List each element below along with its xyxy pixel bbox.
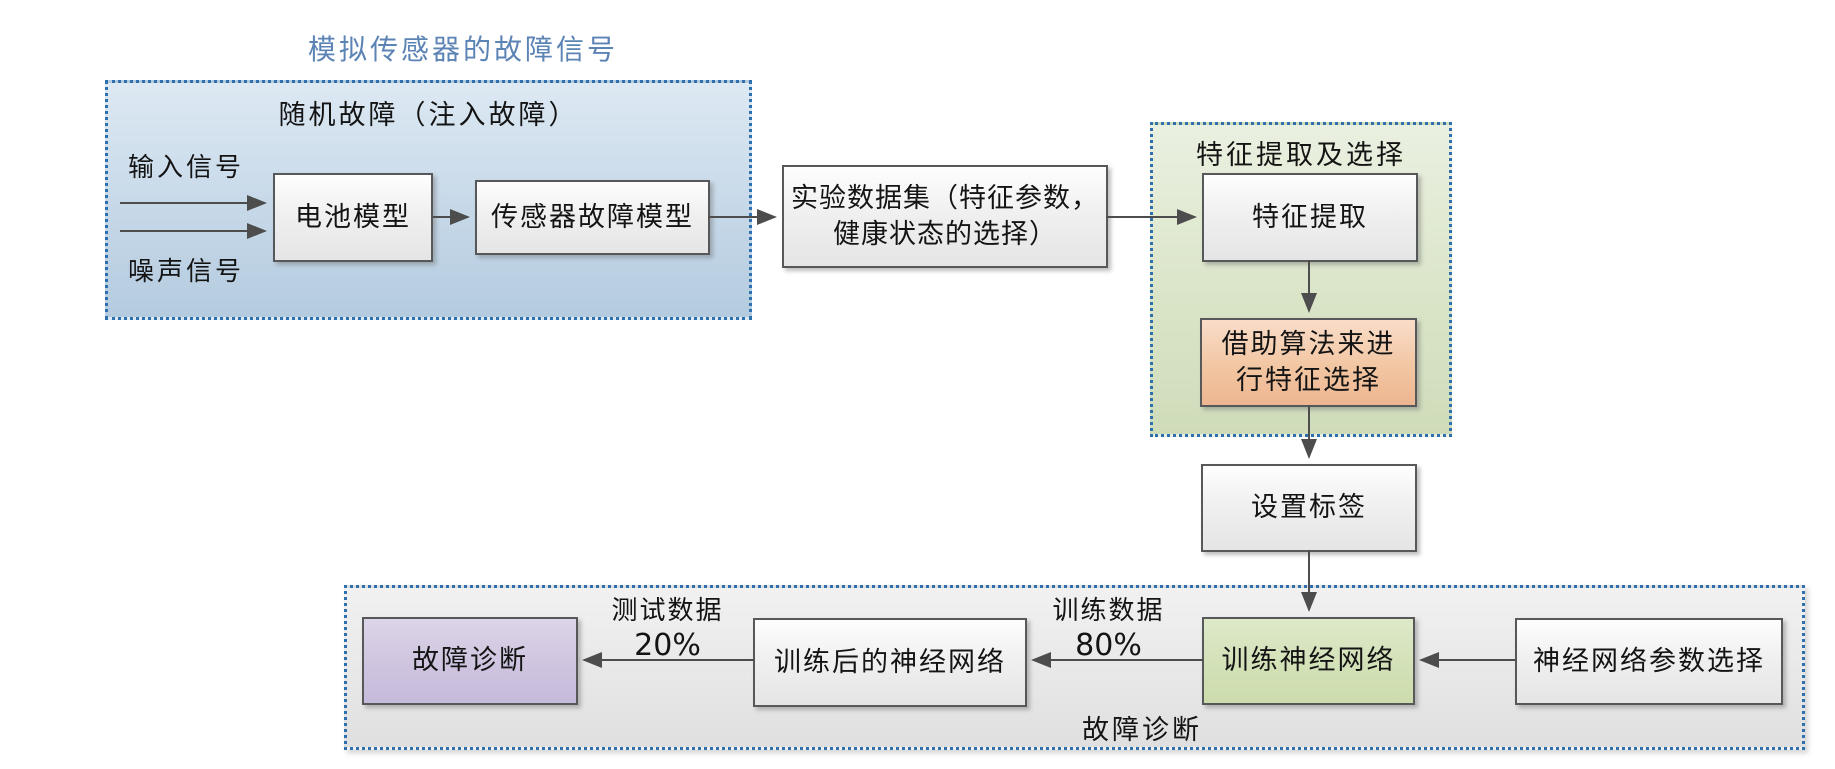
battery-model-text: 电池模型 (295, 201, 411, 233)
train-nn-node: 训练神经网络 (1202, 617, 1415, 705)
battery-model-node: 电池模型 (273, 173, 433, 262)
experiment-dataset-line1: 实验数据集（特征参数， (791, 183, 1099, 215)
noise-signal-label: 噪声信号 (128, 257, 245, 287)
diagram-title: 模拟传感器的故障信号 (307, 33, 618, 66)
feature-extraction-node: 特征提取 (1202, 173, 1418, 262)
train-data-text: 训练数据 (1052, 596, 1165, 626)
feature-selection-line1: 借助算法来进 (1221, 329, 1396, 361)
train-nn-text: 训练神经网络 (1221, 645, 1396, 677)
trained-nn-node: 训练后的神经网络 (753, 618, 1027, 707)
trained-nn-text: 训练后的神经网络 (774, 646, 1006, 678)
test-data-percent: 20% (634, 628, 701, 663)
nn-param-selection-text: 神经网络参数选择 (1533, 645, 1765, 677)
train-data-percent: 80% (1075, 628, 1142, 663)
fault-diagnosis-text: 故障诊断 (412, 645, 528, 677)
sensor-fault-model-text: 传感器故障模型 (491, 201, 694, 233)
diagnosis-block-label: 故障诊断 (1082, 715, 1202, 746)
feature-block-label: 特征提取及选择 (1196, 140, 1406, 171)
sensor-fault-model-node: 传感器故障模型 (475, 180, 710, 255)
nn-param-selection-node: 神经网络参数选择 (1515, 618, 1783, 705)
set-label-text: 设置标签 (1251, 492, 1367, 524)
train-data-edge-label: 训练数据 80% (1026, 590, 1191, 663)
fault-diagnosis-node: 故障诊断 (362, 617, 578, 705)
test-data-text: 测试数据 (611, 596, 724, 626)
experiment-dataset-node: 实验数据集（特征参数， 健康状态的选择） (782, 165, 1108, 268)
test-data-edge-label: 测试数据 20% (585, 590, 750, 663)
fault-simulation-label: 随机故障（注入故障） (278, 100, 579, 131)
input-signal-label: 输入信号 (128, 153, 245, 183)
feature-selection-node: 借助算法来进 行特征选择 (1200, 318, 1417, 407)
feature-selection-line2: 行特征选择 (1236, 364, 1381, 396)
set-label-node: 设置标签 (1201, 464, 1417, 552)
feature-extraction-text: 特征提取 (1252, 201, 1368, 233)
experiment-dataset-line2: 健康状态的选择） (833, 218, 1057, 250)
